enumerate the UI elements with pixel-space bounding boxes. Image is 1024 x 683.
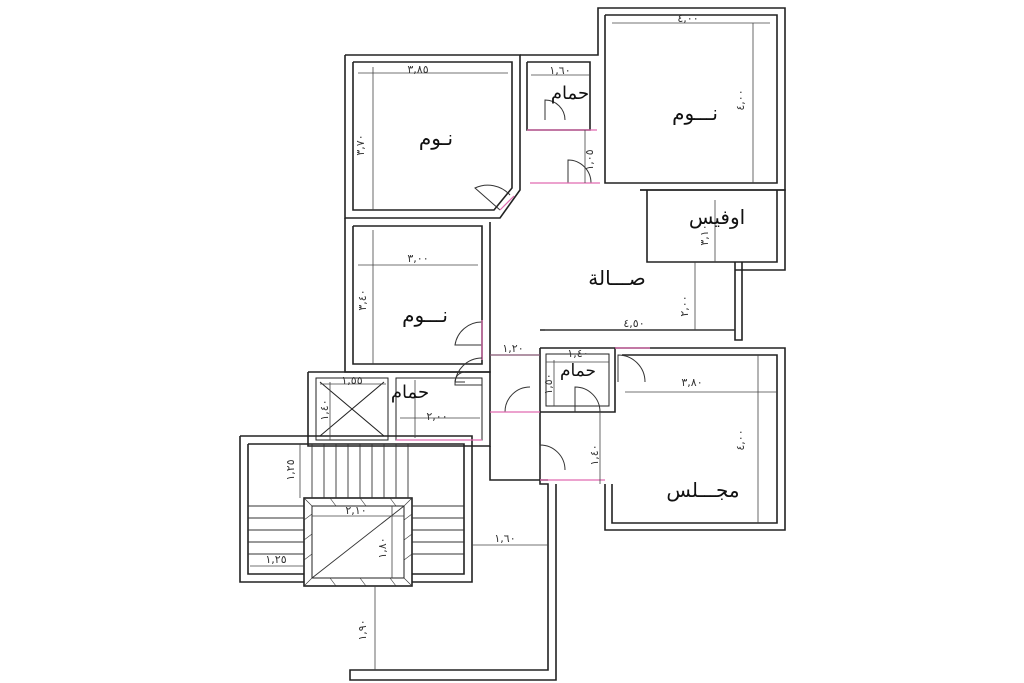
room-label-office: اوفيس xyxy=(689,205,745,229)
room-label-bathroom-mid: حمام xyxy=(560,361,596,381)
dim-190: ١,٩٠ xyxy=(356,619,369,640)
dim-140-b: ١,٤٠ xyxy=(318,399,331,420)
room-label-hall: صـــالة xyxy=(588,266,645,290)
doors xyxy=(396,99,650,481)
dim-310: ٣,١٠ xyxy=(698,224,711,245)
wall-hatching xyxy=(303,497,413,587)
dim-200-bath: ٢,٠٠ xyxy=(426,410,447,423)
room-label-bedroom-top-left: نـوم xyxy=(419,126,453,150)
dim-125-b: ١,٢٥ xyxy=(265,553,286,566)
room-label-bathroom-left: حمام xyxy=(391,382,429,403)
room-labels: نـوم نـــوم نـــوم حمام حمام حمام اوفيس … xyxy=(391,83,745,502)
shaft xyxy=(319,381,385,437)
dim-450: ٤,٥٠ xyxy=(623,317,644,330)
dim-140-a: ١,٤٠ xyxy=(567,347,588,360)
dimension-lines xyxy=(250,22,777,670)
dim-370: ٣,٧٠ xyxy=(354,134,367,155)
staircase xyxy=(248,444,464,579)
room-label-bathroom-top: حمام xyxy=(551,83,589,104)
dim-120: ١,٢٠ xyxy=(502,342,523,355)
dim-385: ٣,٨٥ xyxy=(407,63,428,76)
dim-380: ٣,٨٠ xyxy=(681,376,702,389)
dim-125-a: ١,٢٥ xyxy=(284,459,297,480)
dimension-labels: ٣,٨٥ ٣,٧٠ ١,٦٠ ٤,٠٠ ٤,٠٠ ١,٠٥ ٣,٠٠ ٣,٤٠ … xyxy=(265,12,747,641)
dim-210: ٢,١٠ xyxy=(345,504,366,517)
room-label-bedroom-mid-left: نـــوم xyxy=(402,303,448,327)
room-label-majlis: مجـــلس xyxy=(666,478,739,502)
dim-160-b: ١,٦٠ xyxy=(494,532,515,545)
dim-340: ٣,٤٠ xyxy=(356,289,369,310)
dim-400-majlis: ٤,٠٠ xyxy=(734,429,747,450)
dim-160-top: ١,٦٠ xyxy=(549,64,570,77)
dim-400-right: ٤,٠٠ xyxy=(734,89,747,110)
room-label-bedroom-top-right: نـــوم xyxy=(672,101,718,125)
dim-155: ١,٥٥ xyxy=(341,374,362,387)
dim-140-c: ١,٤٠ xyxy=(588,444,601,465)
dim-180: ١,٨٠ xyxy=(376,537,389,558)
dim-200-hall: ٢,٠٠ xyxy=(678,295,691,316)
dim-150: ١,٥٠ xyxy=(542,373,555,394)
dim-400-top: ٤,٠٠ xyxy=(677,12,698,25)
dim-105: ١,٠٥ xyxy=(583,149,596,170)
dim-300: ٣,٠٠ xyxy=(407,252,428,265)
